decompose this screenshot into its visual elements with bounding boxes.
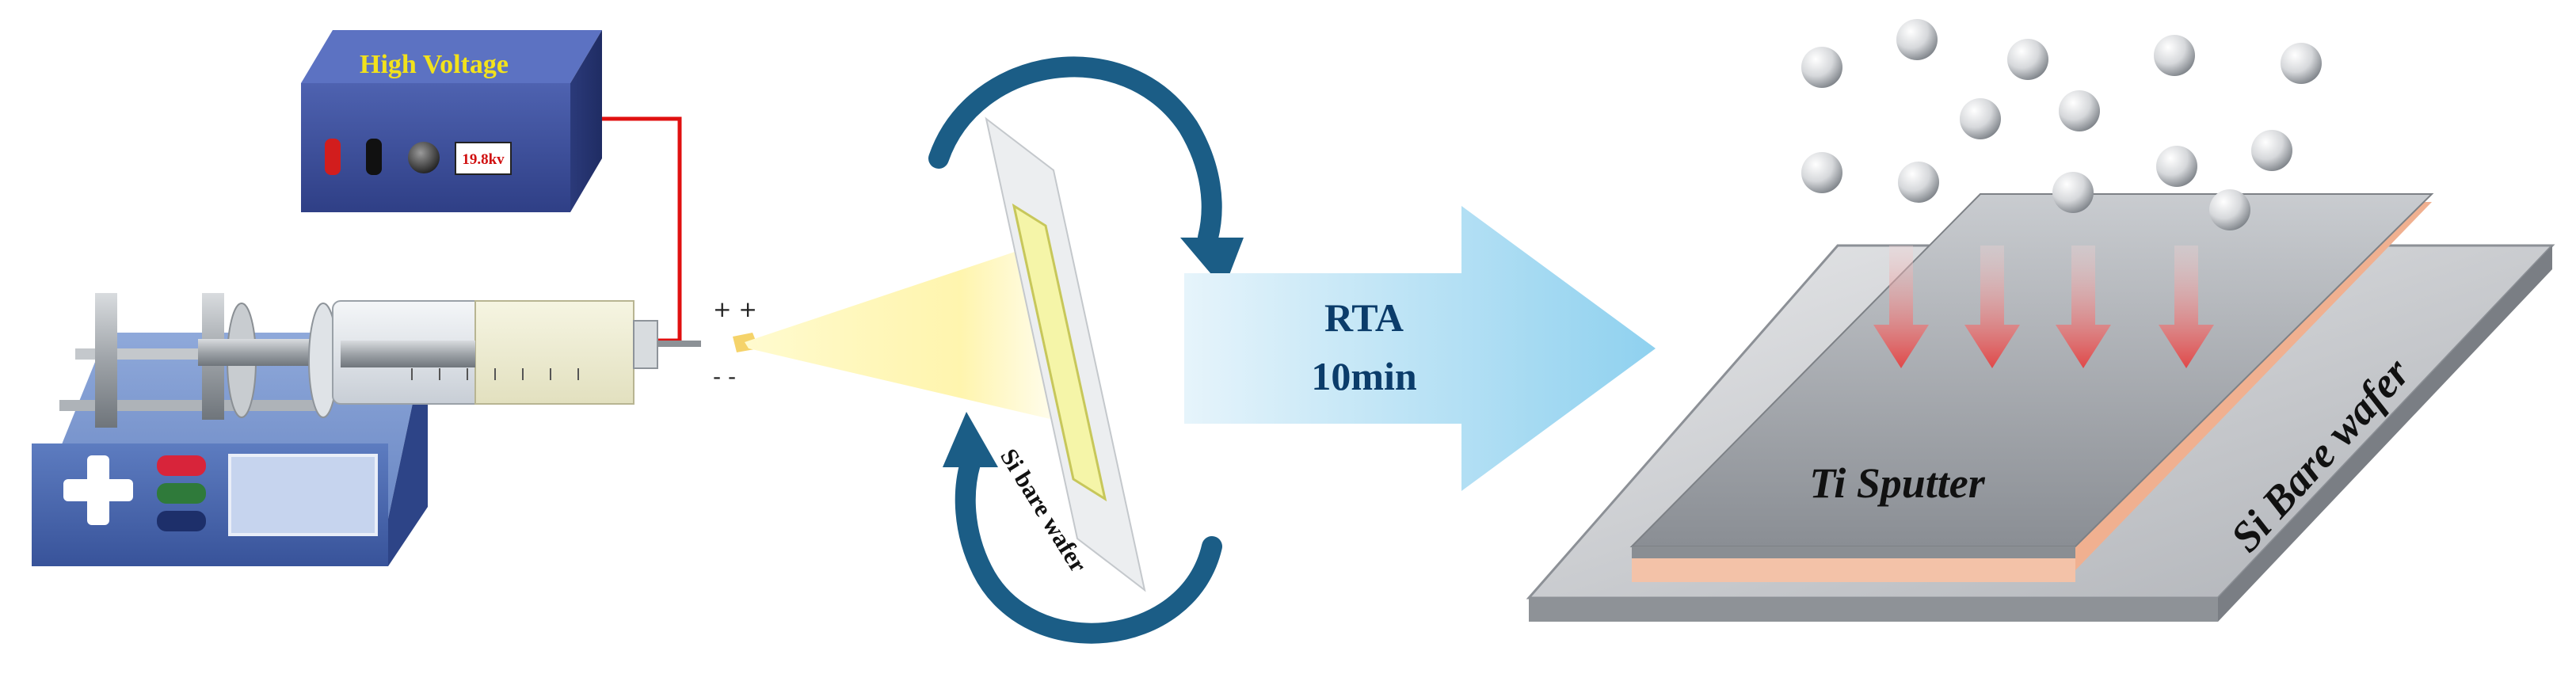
hv-box-side: [570, 30, 602, 212]
sputtered-atoms: [1801, 19, 2322, 230]
hv-readout: 19.8kv: [462, 151, 505, 168]
sputter-arrow-icon: [1873, 246, 1929, 368]
rotation-arrow-top-icon: [928, 56, 1222, 248]
atom: [2209, 189, 2250, 230]
hv-title: High Voltage: [360, 50, 509, 79]
hv-black-switch: [366, 139, 382, 175]
sputter-arrows: [1873, 246, 2214, 368]
atom: [1896, 19, 1938, 60]
sputter-arrow-icon: [2159, 246, 2214, 368]
pump-button-navy: [157, 511, 206, 531]
si-base-front: [1529, 598, 2218, 622]
pump-rail-bottom: [59, 400, 329, 411]
syringe-hub: [633, 320, 658, 369]
rta-duration: 10min: [1311, 354, 1417, 398]
rta-process-arrow: RTA 10min: [1184, 206, 1656, 491]
hv-red-switch: [325, 139, 341, 175]
high-voltage-supply: High Voltage 19.8kv: [301, 30, 602, 212]
hv-knob-icon: [408, 142, 440, 173]
deposited-film: [1012, 203, 1107, 502]
atom: [2156, 146, 2197, 187]
sputter-arrow-icon: [1964, 246, 2020, 368]
pump-bracket-left: [95, 293, 117, 428]
atom: [2052, 172, 2094, 213]
plunger-rod: [198, 339, 317, 366]
charge-minus-icon: - -: [713, 364, 736, 390]
rta-label: RTA: [1324, 295, 1404, 340]
ti-sputter-label: Ti Sputter: [1809, 459, 1986, 507]
hv-display: [455, 142, 512, 175]
needle: [657, 341, 701, 347]
syringe-liquid: [474, 300, 634, 405]
pump-screen: [228, 454, 378, 536]
atom: [2154, 35, 2195, 76]
sputter-arrow-icon: [2056, 246, 2111, 368]
pump-button-green: [157, 483, 206, 504]
charge-plus-icon: + +: [713, 296, 757, 322]
atom: [1801, 47, 1842, 88]
hv-box-top: [301, 30, 602, 83]
atom: [2007, 39, 2048, 80]
atom: [1898, 162, 1939, 203]
si-base-side: [2218, 246, 2552, 622]
atom: [2281, 43, 2322, 84]
pump-button-red: [157, 455, 206, 476]
sputter-stack: Ti Sputter Si Bare wafer: [1526, 193, 2555, 622]
atom: [2059, 90, 2100, 131]
syringe: + + - -: [308, 296, 759, 418]
atom: [1801, 152, 1842, 193]
fiber-spray: [745, 249, 1054, 420]
rotation-arrow-bottom-icon: [955, 453, 1222, 644]
atom: [1960, 98, 2001, 139]
syringe-ticks: [411, 368, 579, 380]
syringe-plunger: [341, 341, 475, 367]
atom: [2251, 130, 2292, 171]
rta-arrow-shape: [1184, 206, 1656, 491]
